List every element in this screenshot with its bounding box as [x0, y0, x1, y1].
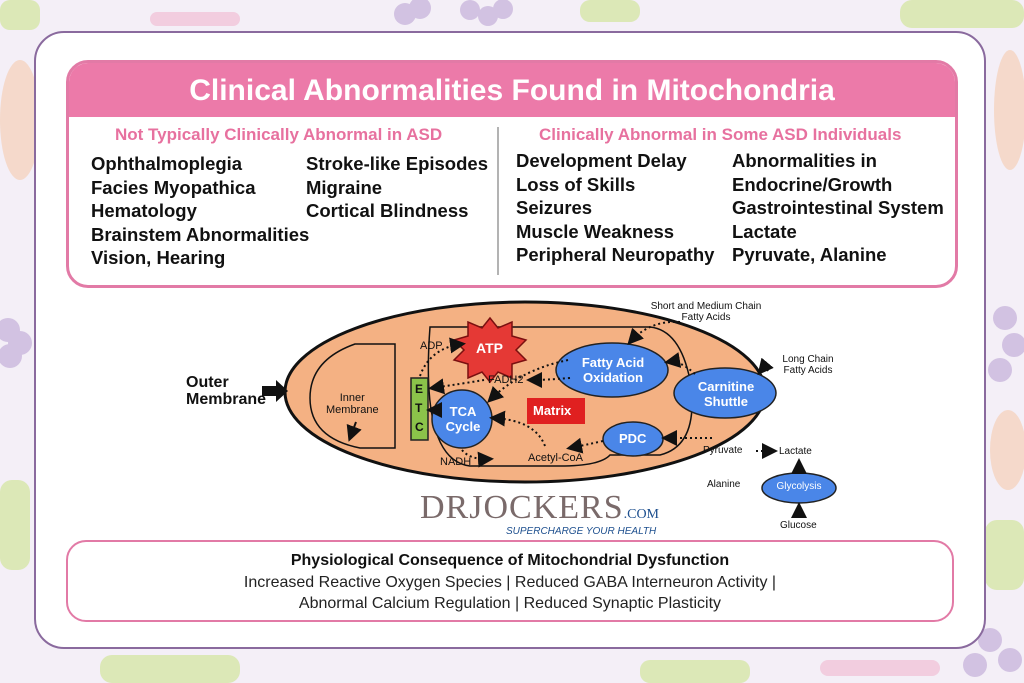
glucose-label: Glucose — [780, 520, 817, 531]
lactate-label: Lactate — [779, 446, 812, 457]
logo-domain: .COM — [623, 507, 660, 522]
list-item: Pyruvate, Alanine — [732, 244, 887, 265]
left-column-heading: Not Typically Clinically Abnormal in ASD — [115, 125, 443, 144]
atp-label: ATP — [476, 340, 503, 356]
arrow-fadh2-to-etc — [428, 378, 485, 395]
left-list-2: Stroke-like Episodes Migraine Cortical B… — [306, 152, 488, 223]
fatty-acid-line-2: Oxidation — [583, 370, 643, 385]
carnitine-line-1: Carnitine — [697, 379, 755, 394]
list-item: Development Delay — [516, 150, 687, 171]
outer-membrane-line-1: Outer — [186, 374, 229, 391]
fatty-acid-label: Fatty Acid Oxidation — [572, 355, 654, 385]
right-list-1: Development Delay Loss of Skills Seizure… — [516, 149, 714, 267]
inner-membrane-line-1: Inner — [339, 392, 365, 404]
fatty-acid-line-1: Fatty Acid — [581, 355, 645, 370]
short-chain-line-2: Fatty Acids — [681, 312, 731, 323]
list-item: Ophthalmoplegia — [91, 153, 243, 174]
list-item: Abnormalities in — [732, 150, 877, 171]
list-item: Brainstem Abnormalities — [91, 223, 310, 245]
list-item: Loss of Skills — [516, 173, 636, 195]
short-chain-line-1: Short and Medium Chain — [650, 301, 762, 312]
adp-label: ADP — [420, 340, 443, 352]
long-chain-line-2: Fatty Acids — [783, 365, 833, 376]
inner-membrane-outline — [309, 343, 396, 449]
list-item: Vision, Hearing — [91, 247, 226, 268]
arrow-acetyl-to-tca — [489, 410, 546, 447]
acetyl-coa-label: Acetyl-CoA — [528, 452, 584, 464]
inner-membrane-line-2: Membrane — [326, 404, 379, 416]
list-item: Gastrointestinal System — [732, 197, 944, 218]
long-chain-line-1: Long Chain — [782, 354, 834, 365]
list-item: Migraine — [306, 176, 383, 198]
carnitine-label: Carnitine Shuttle — [690, 379, 762, 409]
long-chain-label: Long Chain Fatty Acids — [778, 354, 838, 376]
consequences-panel: Physiological Consequence of Mitochondri… — [66, 540, 954, 622]
page-title: Clinical Abnormalities Found in Mitochon… — [69, 63, 955, 117]
inner-membrane-label: Inner Membrane — [326, 392, 379, 416]
arrow-long-to-carnitine — [757, 357, 774, 376]
arrow-pdc-to-acetyl — [566, 437, 604, 454]
tca-line-2: Cycle — [445, 419, 481, 434]
logo-tagline: SUPERCHARGE YOUR HEALTH — [506, 526, 657, 537]
arrow-fa-to-tca — [487, 359, 569, 403]
list-item: Cortical Blindness — [306, 200, 469, 221]
outer-membrane-arrow-icon — [262, 380, 288, 402]
pyruvate-label: Pyruvate — [703, 445, 743, 456]
matrix-box — [527, 398, 585, 424]
tca-line-1: TCA — [449, 404, 477, 419]
list-item: Facies Myopathica — [91, 176, 256, 198]
drjockers-logo: DRJOCKERS.COM SUPERCHARGE YOUR HEALTH — [420, 489, 660, 537]
alanine-label: Alanine — [707, 479, 741, 490]
short-chain-label: Short and Medium Chain Fatty Acids — [642, 301, 770, 323]
list-item: Lactate — [732, 220, 797, 242]
right-list-2: Abnormalities in Endocrine/Growth Gastro… — [732, 149, 944, 267]
fadh2-label: FADH2 — [488, 374, 524, 386]
tca-label: TCA Cycle — [438, 404, 488, 434]
consequences-title: Physiological Consequence of Mitochondri… — [290, 552, 730, 569]
column-divider — [497, 127, 499, 275]
list-item: Peripheral Neuropathy — [516, 244, 715, 265]
list-item: Hematology — [91, 200, 197, 221]
pdc-label: PDC — [619, 431, 647, 446]
etc-label: E T C — [415, 380, 424, 437]
glycolysis-label: Glycolysis — [776, 481, 822, 492]
logo-wordmark: DRJOCKERS — [420, 489, 624, 526]
arrow-etc-to-atp — [419, 337, 466, 377]
consequences-line-1: Increased Reactive Oxygen Species | Redu… — [243, 574, 777, 591]
right-column-heading: Clinically Abnormal in Some ASD Individu… — [539, 125, 902, 144]
atp-burst-icon — [452, 316, 528, 384]
list-item: Seizures — [516, 197, 593, 218]
arrow-short-to-fa — [627, 320, 681, 345]
matrix-label: Matrix — [533, 403, 572, 418]
carnitine-node — [673, 367, 777, 419]
outer-membrane-label: Outer Membrane — [186, 374, 266, 408]
etc-letter-t: T — [415, 401, 423, 415]
list-item: Endocrine/Growth — [732, 173, 893, 195]
consequences-line-2: Abnormal Calcium Regulation | Reduced Sy… — [298, 595, 722, 612]
nadh-label: NADH — [440, 456, 472, 468]
list-item: Stroke-like Episodes — [306, 153, 488, 174]
inner-membrane-arrow-icon — [346, 421, 362, 442]
etc-letter-c: C — [415, 420, 424, 434]
carnitine-line-2: Shuttle — [703, 394, 749, 409]
outer-membrane-line-2: Membrane — [186, 391, 267, 408]
fatty-acid-node — [555, 342, 669, 398]
left-list-1: Ophthalmoplegia Facies Myopathica Hemato… — [91, 152, 309, 270]
abnormalities-panel: Clinical Abnormalities Found in Mitochon… — [66, 60, 958, 288]
list-item: Muscle Weakness — [516, 220, 675, 242]
etc-letter-e: E — [415, 382, 424, 396]
